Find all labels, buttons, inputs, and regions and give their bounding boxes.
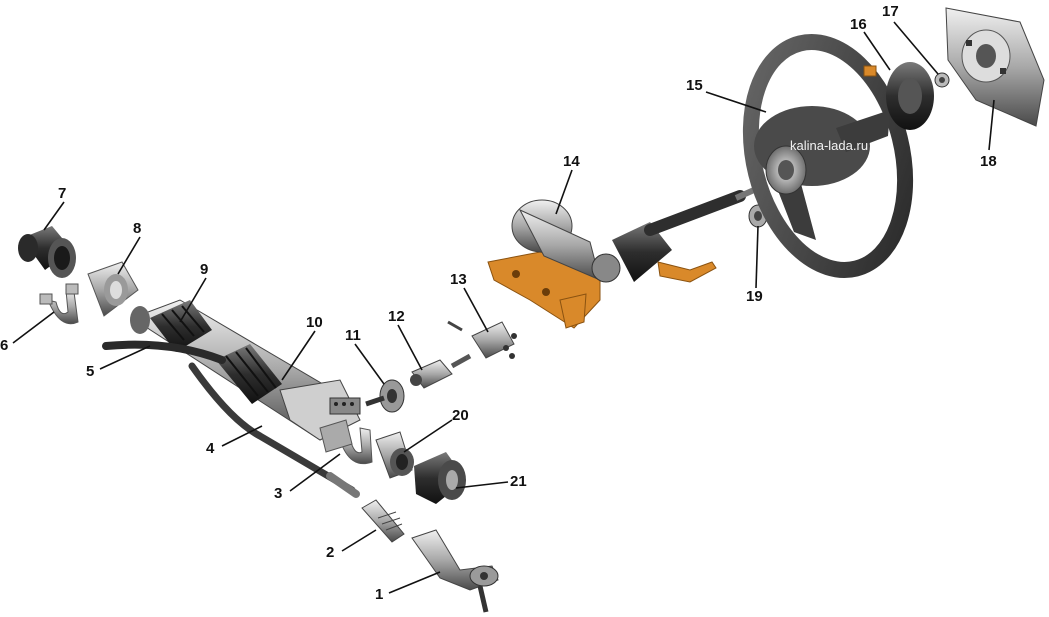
part-17-nut [934, 72, 950, 88]
part-1-tie-rod-end [411, 529, 499, 613]
part-14-column [487, 187, 756, 329]
part-labels: 1 2 3 4 5 6 7 8 9 10 11 12 13 14 15 16 1… [0, 3, 997, 603]
part-4-tie-rod [188, 362, 360, 498]
label-3: 3 [274, 485, 282, 502]
part-3-clamp [319, 419, 373, 465]
part-7-sleeve [18, 226, 76, 278]
label-17: 17 [882, 3, 899, 20]
label-12: 12 [388, 308, 405, 325]
label-13: 13 [450, 271, 467, 288]
part-20-bushing [375, 431, 414, 479]
label-10: 10 [306, 314, 323, 331]
steering-rack-housing [130, 299, 361, 441]
part-13-joint [447, 320, 517, 359]
leader-lines [12, 21, 995, 594]
part-5-rod [102, 340, 226, 364]
part-15-steering-wheel [742, 34, 914, 278]
part-2-bolt [361, 499, 405, 543]
part-16-module [863, 62, 934, 130]
part-18-cover [945, 7, 1045, 127]
watermark: kalina-lada.ru [790, 138, 868, 153]
label-9: 9 [200, 261, 208, 278]
part-8-support [87, 261, 139, 317]
label-11: 11 [345, 327, 361, 344]
label-20: 20 [452, 407, 469, 424]
part-11-seal [365, 379, 405, 413]
label-1: 1 [375, 586, 383, 603]
part-12-joint [410, 353, 472, 389]
label-7: 7 [58, 185, 66, 202]
label-15: 15 [686, 77, 703, 94]
label-2: 2 [326, 544, 334, 561]
label-21: 21 [510, 473, 527, 490]
part-6-bracket [39, 283, 79, 325]
label-14: 14 [563, 153, 580, 170]
label-19: 19 [746, 288, 763, 305]
label-5: 5 [86, 363, 94, 380]
label-6: 6 [0, 337, 8, 354]
label-8: 8 [133, 220, 141, 237]
boot-10 [216, 344, 282, 404]
part-21-cushion [414, 452, 466, 504]
label-16: 16 [850, 16, 867, 33]
label-4: 4 [206, 440, 215, 457]
label-18: 18 [980, 153, 997, 170]
boot-9 [150, 300, 212, 352]
